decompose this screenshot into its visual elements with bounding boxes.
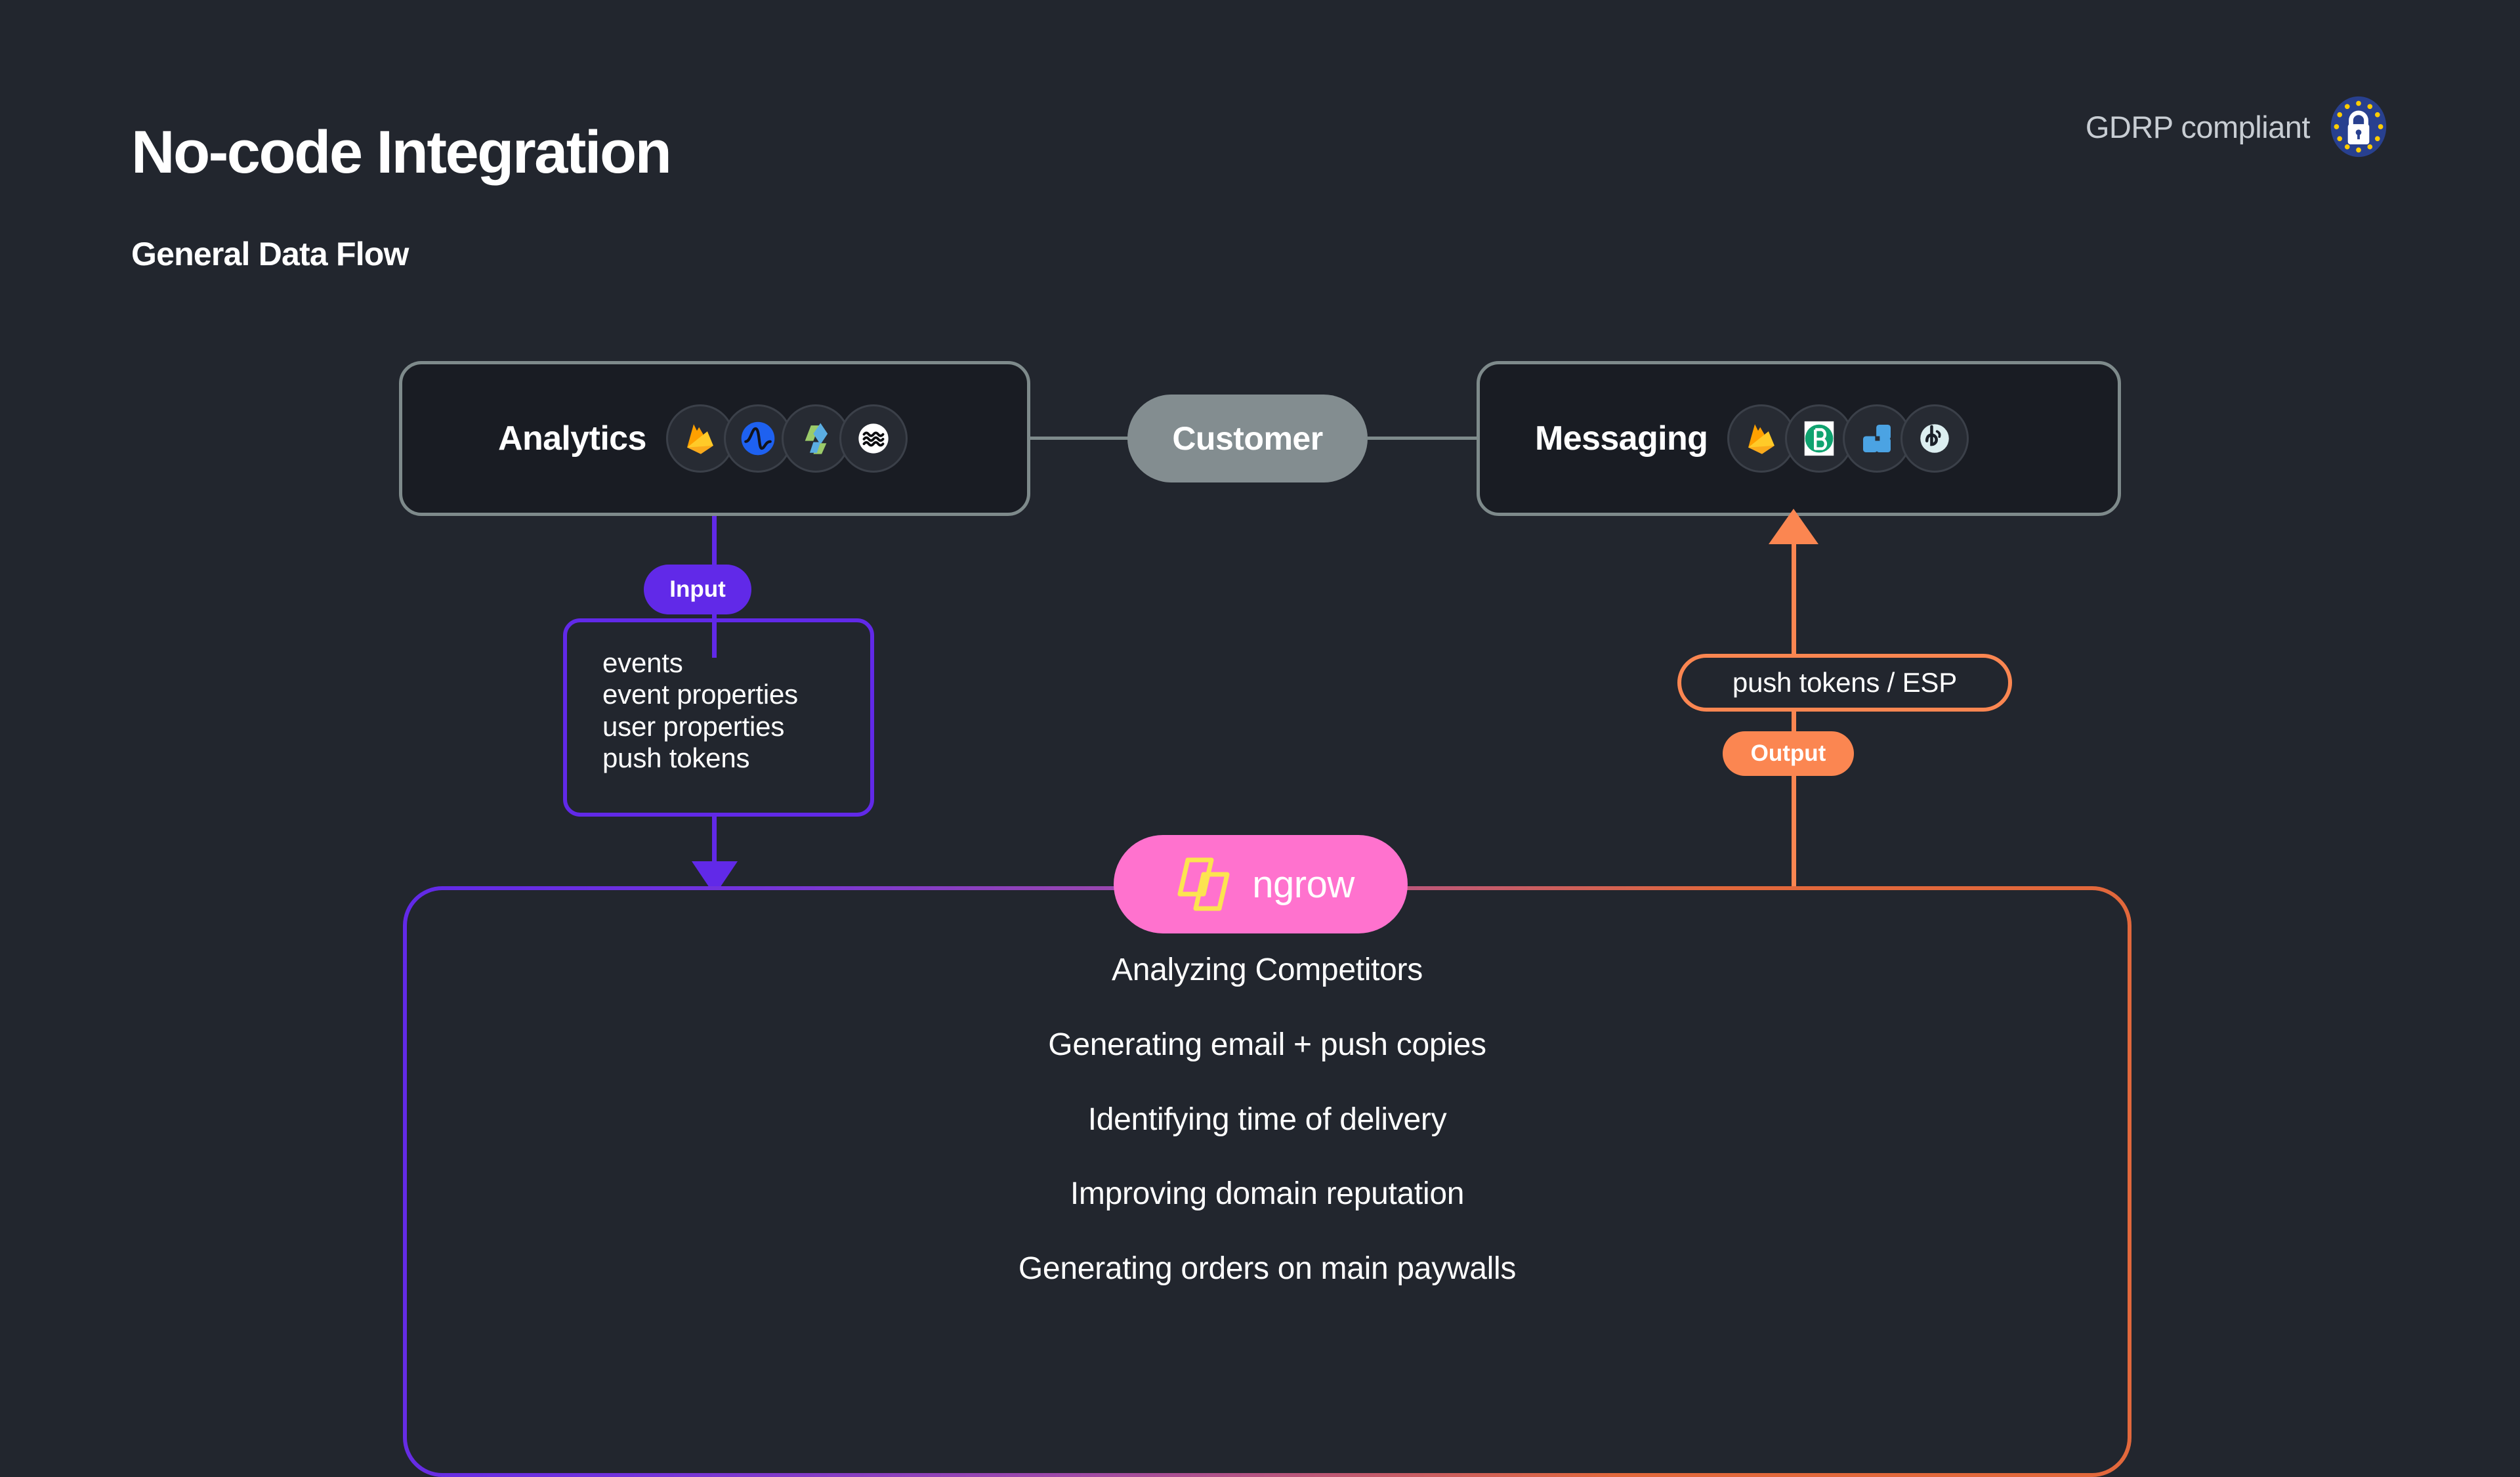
- ngrow-feature-list: Analyzing Competitors Generating email +…: [403, 953, 2132, 1327]
- analytics-node[interactable]: Analytics: [399, 361, 1030, 516]
- ngrow-capabilities-container: [403, 886, 2132, 1477]
- messaging-icon-stack: [1727, 404, 1969, 473]
- input-connector-lower: [712, 814, 717, 868]
- firebase-icon[interactable]: [1727, 404, 1796, 473]
- feature-item: Generating orders on main paywalls: [1018, 1251, 1517, 1287]
- feature-item: Identifying time of delivery: [1087, 1102, 1447, 1137]
- output-payload-pill: push tokens / ESP: [1677, 654, 2012, 712]
- output-payload-label: push tokens / ESP: [1732, 667, 1958, 698]
- connector-customer-messaging: [1366, 437, 1478, 440]
- output-badge-label: Output: [1750, 740, 1826, 766]
- connector-analytics-customer: [1030, 437, 1129, 440]
- messaging-label: Messaging: [1535, 419, 1708, 458]
- mixpanel-icon[interactable]: [839, 404, 908, 473]
- feature-item: Generating email + push copies: [1048, 1027, 1486, 1062]
- input-item: event properties: [602, 679, 798, 710]
- output-connector-middle: [1792, 712, 1796, 735]
- slide-canvas: No-code Integration General Data Flow GD…: [131, 95, 2390, 1477]
- gdpr-label: GDRP compliant: [2085, 109, 2311, 144]
- eu-gdpr-lock-icon: [2330, 96, 2387, 158]
- feature-item: Improving domain reputation: [1070, 1176, 1465, 1212]
- appsflyer-icon[interactable]: [781, 404, 850, 473]
- analytics-icon-stack: [665, 404, 908, 473]
- amplitude-icon[interactable]: [723, 404, 792, 473]
- brevo-icon[interactable]: [1900, 404, 1969, 473]
- output-connector-lower: [1792, 773, 1796, 886]
- braze-icon[interactable]: [1785, 404, 1854, 473]
- input-badge-label: Input: [669, 576, 726, 602]
- page-title: No-code Integration: [131, 119, 672, 186]
- firebase-icon[interactable]: [665, 404, 734, 473]
- output-badge: Output: [1723, 731, 1854, 776]
- output-connector-upper: [1792, 542, 1796, 654]
- input-item: events: [602, 647, 683, 678]
- gdpr-compliance-badge: GDRP compliant: [2086, 95, 2390, 158]
- ngrow-logo-icon: [1177, 857, 1230, 911]
- messaging-node[interactable]: Messaging: [1477, 361, 2121, 516]
- analytics-label: Analytics: [498, 419, 646, 458]
- input-payload-box: events event properties user properties …: [563, 618, 874, 817]
- customer-label: Customer: [1172, 420, 1323, 457]
- customer-node[interactable]: Customer: [1127, 395, 1368, 482]
- ngrow-brand-pill[interactable]: ngrow: [1114, 835, 1408, 933]
- input-badge: Input: [644, 565, 751, 614]
- input-item: user properties: [602, 710, 785, 742]
- output-arrow-up-icon: [1769, 509, 1818, 544]
- ngrow-container-inner: [407, 890, 2128, 1473]
- page-subtitle: General Data Flow: [131, 236, 409, 272]
- feature-item: Analyzing Competitors: [1112, 953, 1423, 987]
- input-connector-middle: [712, 614, 717, 658]
- input-item: push tokens: [602, 742, 750, 773]
- ngrow-brand-name: ngrow: [1252, 863, 1354, 906]
- input-connector-upper: [712, 516, 717, 571]
